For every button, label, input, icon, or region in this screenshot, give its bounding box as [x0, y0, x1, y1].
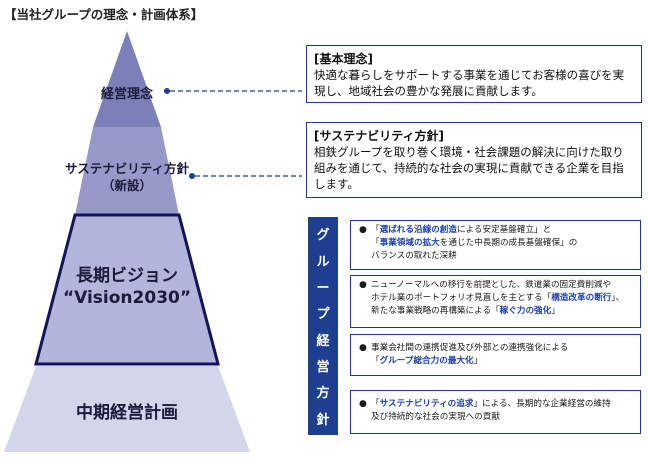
tier2-label: サステナビリティ方針 （新設）: [52, 160, 202, 194]
band-char: ル: [316, 254, 330, 270]
connector-dot-2: [189, 173, 195, 179]
band-char: プ: [316, 307, 330, 323]
band-char: グ: [316, 228, 330, 244]
band-char: 経: [316, 333, 330, 349]
band-char: ー: [316, 280, 330, 296]
band-char: 方: [316, 386, 330, 402]
text: ニューノーマルへの移行を前提とした、鉄道業の固定費削減や: [371, 280, 612, 290]
text: 「: [371, 238, 380, 248]
sustainability-heading: [サステナビリティ方針]: [314, 129, 445, 143]
highlight: 選ばれる沿線の創造: [379, 225, 457, 235]
tier3-label-line1: 長期ビジョン: [76, 266, 178, 286]
policy-item-2: ● ニューノーマルへの移行を前提とした、鉄道業の固定費削減や ホテル業のポートフ…: [350, 275, 641, 328]
tier4-label: 中期経営計画: [76, 403, 178, 423]
tier2-label-line2: （新設）: [101, 178, 152, 193]
tier2-label-line1: サステナビリティ方針: [64, 161, 189, 176]
connector-dot-1: [164, 88, 170, 94]
tier-vision: [34, 213, 220, 366]
tier3-label: 長期ビジョン “Vision2030”: [27, 265, 227, 309]
highlight: 構造改革の断行: [551, 293, 612, 303]
tier-philosophy: [93, 31, 161, 127]
sustainability-body: 相鉄グループを取り巻く環境・社会課題の解決に向けた取り組みを通じて、持続的な社会…: [314, 145, 624, 191]
text: 「: [371, 225, 380, 235]
text: 事業会社間の連携促進及び外部との連携強化による: [371, 343, 569, 353]
tier-sustainability: [75, 127, 179, 215]
group-policy-band: グ ル ー プ 経 営 方 針: [308, 217, 338, 435]
text: 及び持続的な社会の実現への貢献: [371, 412, 500, 422]
text: 」による、長期的な企業経営の維持: [473, 399, 611, 409]
text: バランスの取れた深耕: [371, 251, 457, 261]
page-title: 【当社グループの理念・計画体系】: [4, 7, 204, 22]
highlight: 稼ぐ力の強化: [499, 306, 552, 316]
tier3-label-line2: “Vision2030”: [62, 288, 192, 308]
text: 」、: [611, 293, 625, 303]
policy-item-1: ● 「選ばれる沿線の創造による安定基盤確立」と 「事業領域の拡大を通じた中長期の…: [350, 220, 641, 270]
highlight: サステナビリティの追求: [379, 399, 474, 409]
text: 」: [473, 356, 483, 366]
bullet-icon: ●: [359, 225, 367, 235]
text: による安定基盤確立」と: [456, 225, 552, 235]
band-char: 針: [316, 412, 330, 428]
highlight: グループ総合力の最大化: [379, 356, 474, 366]
policy-item-4: ● 「サステナビリティの追求」による、長期的な企業経営の維持 及び持続的な社会の…: [350, 390, 641, 434]
tier1-label: 経営理念: [100, 87, 153, 102]
band-char: 営: [316, 359, 330, 375]
philosophy-heading: [基本理念]: [314, 52, 373, 66]
highlight: 事業領域の拡大: [379, 238, 440, 248]
philosophy-body: 快適な暮らしをサポートする事業を通じてお客様の喜びを実現し、地域社会の豊かな発展…: [314, 68, 625, 98]
text: 「: [371, 399, 380, 409]
text: ホテル業のポートフォリオ見直しを主とする「: [371, 293, 552, 303]
sustainability-box: [サステナビリティ方針] 相鉄グループを取り巻く環境・社会課題の解決に向けた取り…: [306, 122, 642, 198]
text: 」: [551, 306, 560, 316]
bullet-icon: ●: [359, 399, 367, 409]
tier-midterm: [4, 366, 250, 452]
philosophy-box: [基本理念] 快適な暮らしをサポートする事業を通じてお客様の喜びを実現し、地域社…: [306, 45, 642, 103]
bullet-icon: ●: [359, 343, 367, 353]
bullet-icon: ●: [359, 280, 367, 290]
text: を通じた中長期の成長基盤確保」の: [439, 238, 578, 248]
text: 「: [371, 356, 380, 366]
text: 新たな事業戦略の再構築による「: [371, 306, 500, 316]
policy-item-3: ● 事業会社間の連携促進及び外部との連携強化による 「グループ総合力の最大化」: [350, 334, 641, 376]
